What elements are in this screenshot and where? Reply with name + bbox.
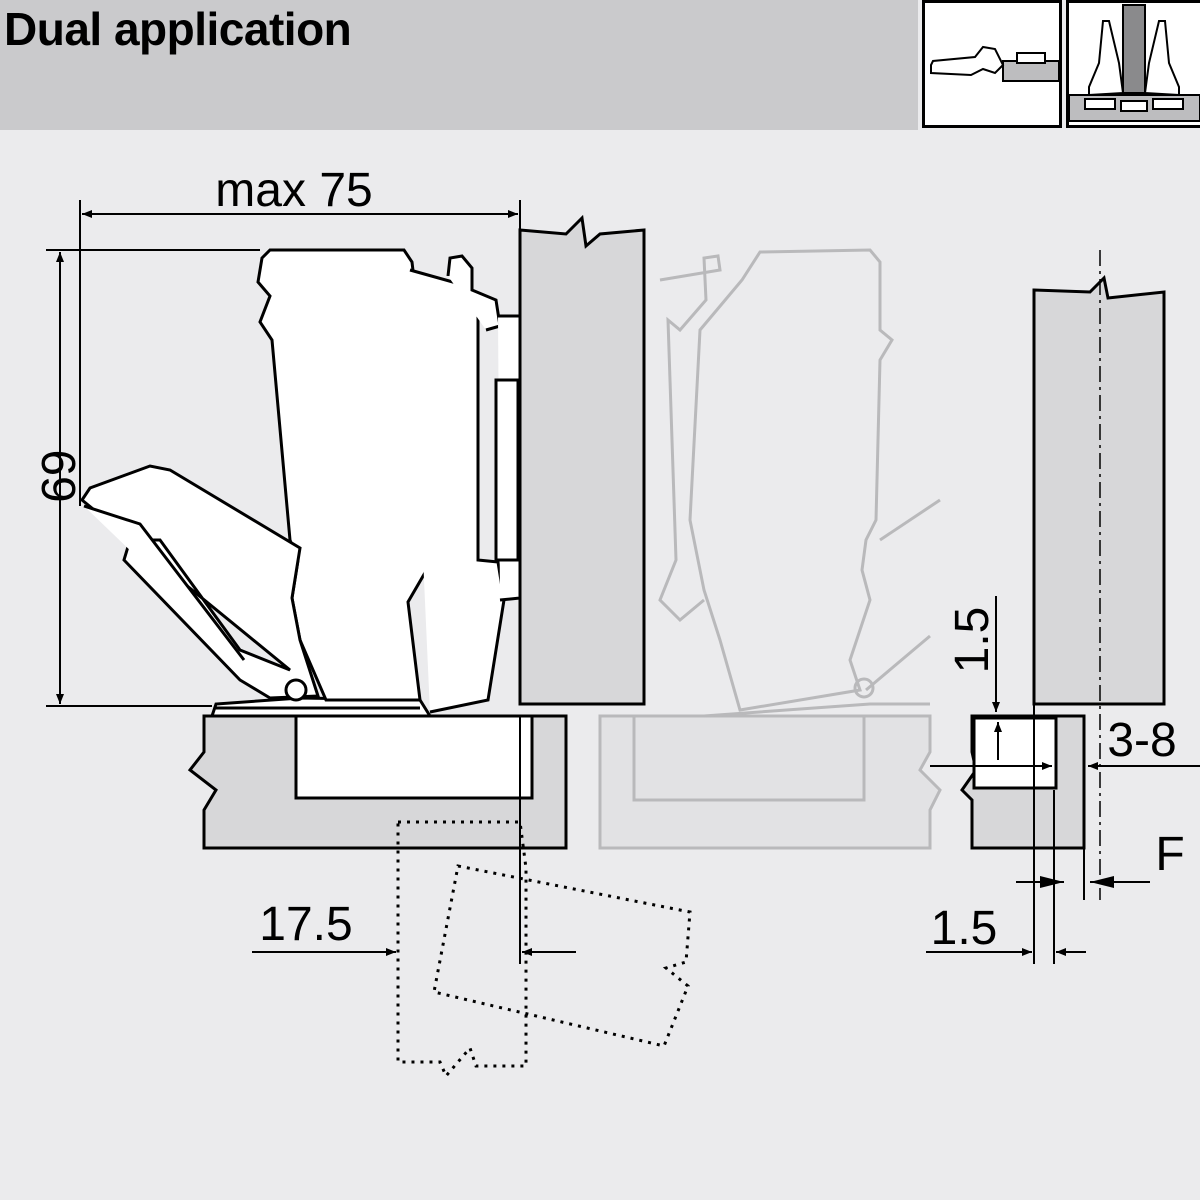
application-thumbnail-dual (1066, 0, 1200, 128)
overlay-label: 3-8 (1107, 714, 1176, 767)
reveal-label: F (1155, 828, 1184, 881)
max-width-label: max 75 (215, 164, 372, 217)
offset-label: 17.5 (259, 898, 352, 951)
page-title: Dual application (4, 3, 352, 55)
dual-application-icon (1068, 4, 1200, 122)
hinge-arm (79, 248, 522, 714)
gap-top-label: 1.5 (946, 607, 999, 674)
door-swing-outline (396, 820, 692, 1079)
application-thumbnail-side (922, 0, 1062, 128)
height-label: 69 (31, 449, 84, 502)
dimension-lines (46, 200, 1200, 964)
mounting-base (187, 714, 568, 850)
header-bar: Dual application (0, 0, 918, 130)
gap-bottom-label: 1.5 (931, 902, 998, 955)
section-cabinet-panel (960, 714, 1086, 850)
ghost-hinge (598, 248, 942, 850)
section-door-panel (1032, 250, 1166, 900)
cabinet-side-panel (518, 214, 646, 706)
